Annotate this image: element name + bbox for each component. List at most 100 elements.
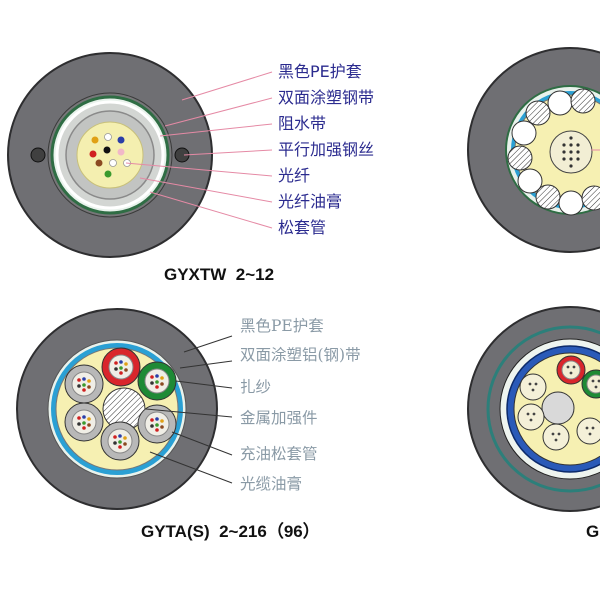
fiber [160,376,164,380]
label-parallel-steel-wire: 平行加强钢丝 [278,140,374,159]
label-coated-steel-tape: 双面涂塑钢带 [278,88,374,107]
fiber [591,426,595,430]
steel-strand [570,88,596,114]
fiber [113,441,117,445]
loose-tube-cream [542,423,570,451]
fiber [557,432,561,436]
steel-strand [511,120,537,146]
label-gel-filled-loose-tube: 充油松套管 [240,445,318,463]
cable-partial-top-right-diagram [467,47,600,253]
fiber [117,136,125,144]
fiber [123,436,127,440]
fiber [77,416,81,420]
fiber [117,148,125,156]
steel-strand [525,100,551,126]
fiber [82,426,86,430]
fiber [597,379,600,383]
loose-tube-cream [517,403,545,431]
fiber [526,412,530,416]
fiber [155,428,159,432]
leader-lines [145,335,233,484]
fiber [585,426,589,430]
tube-fibers [526,365,600,442]
fiber [118,445,122,449]
fiber [77,422,81,426]
fiber [551,432,555,436]
leader-lines [125,71,273,229]
steel-strand-elements [507,88,600,216]
steel-strand [507,145,533,171]
fiber [82,377,86,381]
fiber [155,417,159,421]
fiber [562,150,566,154]
tube-core [586,374,600,394]
steel-strand [581,185,600,211]
steel-strand [517,168,543,194]
fiber [155,380,159,384]
fiber [118,440,122,444]
label-metal-strength-member: 金属加强件 [240,409,318,427]
label-cable-gel: 光缆油膏 [240,475,302,493]
optical-fibers [562,136,580,168]
fiber [150,424,154,428]
fiber [87,423,91,427]
fiber [150,381,154,385]
fiber [160,382,164,386]
label-water-blocking-tape: 阻水带 [278,114,326,133]
fiber [554,438,558,442]
loose-tube-cream [576,417,600,445]
fiber [119,366,123,370]
loose-tube-red [556,355,586,385]
fiber [91,136,99,144]
tube-wall [576,417,600,445]
fiber [572,365,576,369]
cable-gyxtw-diagram: 黑色PE护套 双面涂塑钢带 阻水带 平行加强钢丝 光纤 光纤油膏 松套管 GYX… [7,52,374,284]
fiber [532,412,536,416]
fiber [569,157,573,161]
fiber [104,133,112,141]
label-loose-tube: 松套管 [278,218,326,237]
fiber [119,360,123,364]
fiber [529,418,533,422]
fiber [77,384,81,388]
fiber [569,136,573,140]
fiber [103,146,111,154]
cable-gyta-s-diagram: 黑色PE护套 双面涂塑铝(钢)带 扎纱 金属加强件 充油松套管 光缆油膏 GYT… [16,308,361,541]
caption-gyta-s: GYTA(S) 2~216（96） [141,521,320,541]
fiber [569,143,573,147]
loose-tube-green [581,369,600,399]
label-coated-aluminum-tape: 双面涂塑铝(钢)带 [240,346,361,364]
caption-partial: G [586,522,599,541]
fiber [119,371,123,375]
fiber [160,425,164,429]
optical-fibers [89,133,131,178]
tube-wall [542,423,570,451]
fiber [82,388,86,392]
fiber [566,365,570,369]
fiber [82,421,86,425]
fiber [114,361,118,365]
caption-gyxtw: GYXTW 2~12 [164,265,274,284]
steel-strand [535,184,561,210]
cable-partial-bottom-right-diagram: G [467,306,600,541]
label-binder-yarn: 扎纱 [240,378,271,396]
fiber [124,368,128,372]
fiber [82,415,86,419]
fiber [109,159,117,167]
fiber [569,371,573,375]
fiber [594,385,598,389]
fiber [123,442,127,446]
fiber [531,388,535,392]
tube-core [561,360,581,380]
fiber [87,379,91,383]
fiber [104,170,112,178]
fiber-gel [76,121,144,189]
central-strength-member [541,391,575,425]
fiber [87,417,91,421]
fiber [569,164,573,168]
parallel-steel-wire-left [30,147,46,163]
tube-fibers [77,360,164,449]
fiber [562,157,566,161]
